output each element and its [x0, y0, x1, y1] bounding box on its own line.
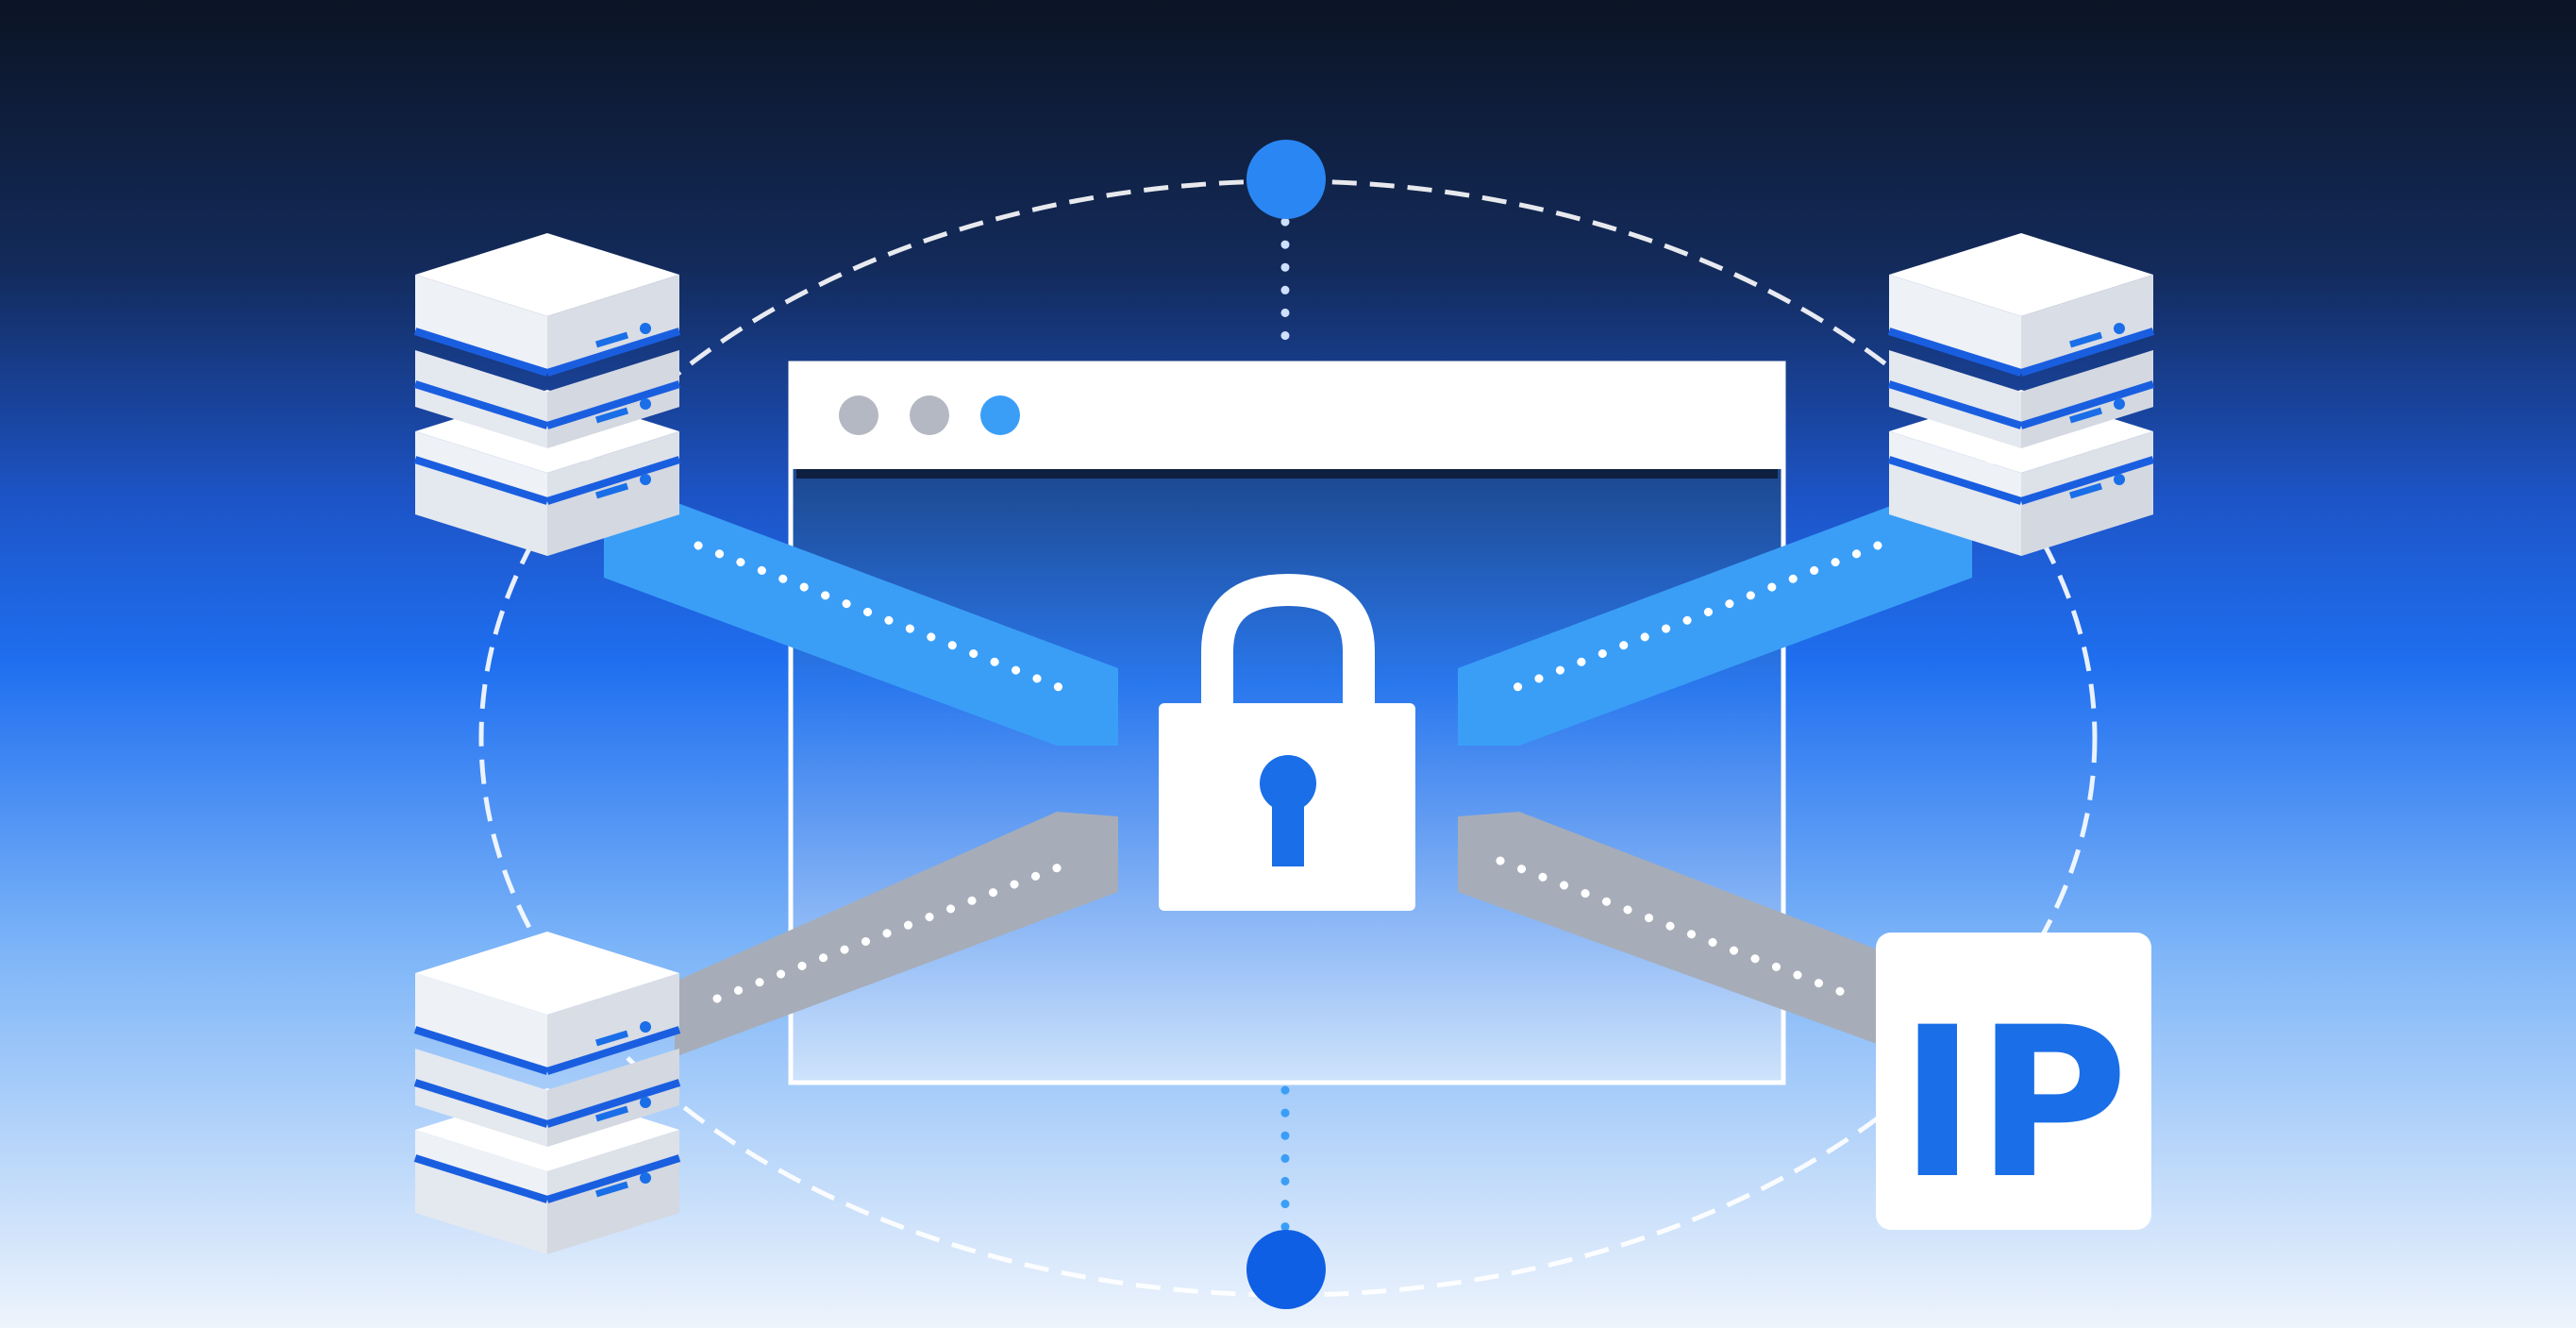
- link-top-left: [604, 498, 1118, 746]
- ip-badge-label: IP: [1899, 983, 2128, 1224]
- window-titlebar: [791, 363, 1783, 469]
- window-dot-gray-1: [839, 395, 878, 435]
- server-stack-icon-top-right: [1889, 233, 2153, 556]
- ip-badge-icon: IP: [1876, 933, 2151, 1230]
- server-stack-icon-top-left: [415, 233, 679, 556]
- window-dot-gray-2: [910, 395, 949, 435]
- ring-node-bottom: [1246, 1230, 1326, 1309]
- link-top-right: [1458, 498, 1972, 746]
- server-stack-icon-bottom-left: [415, 932, 679, 1254]
- browser-window: [788, 361, 1786, 1085]
- link-bottom-left: [675, 812, 1118, 1057]
- window-dot-blue: [980, 395, 1020, 435]
- link-bottom-right: [1458, 812, 1887, 1048]
- padlock-icon: [1159, 573, 1415, 911]
- ring-node-top: [1246, 140, 1326, 219]
